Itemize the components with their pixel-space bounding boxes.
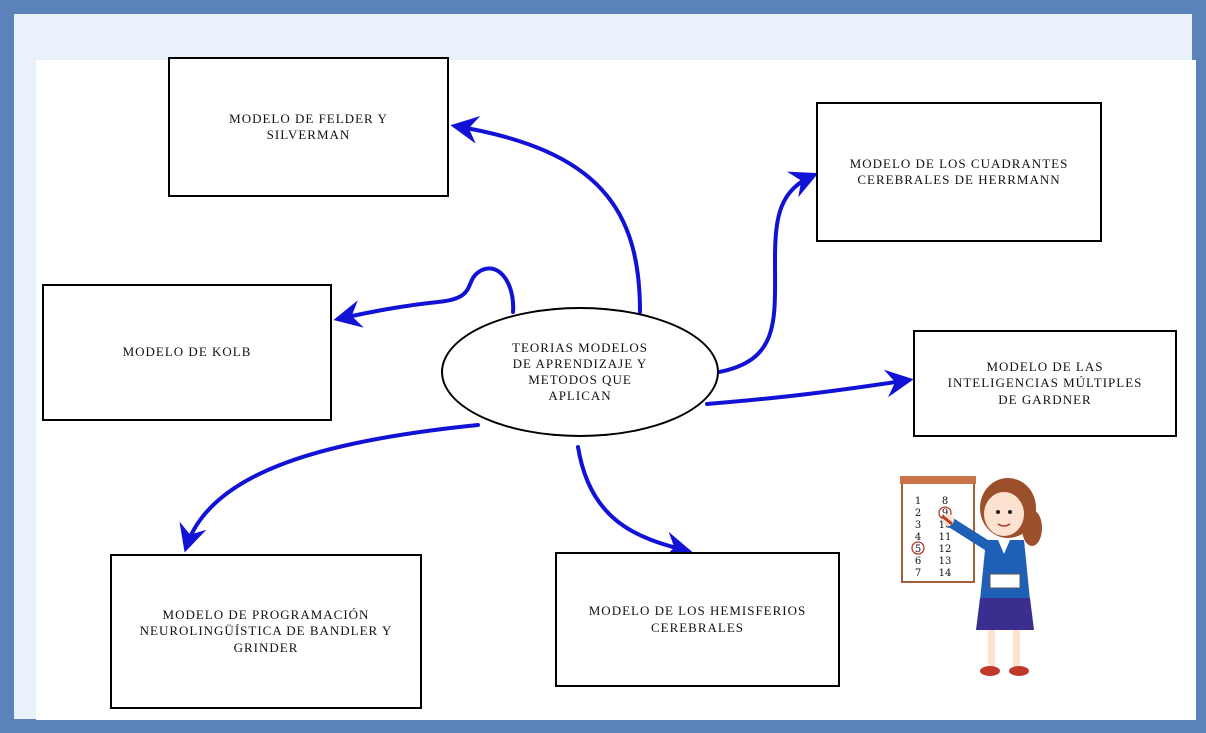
board-number: 10 — [939, 520, 952, 531]
arrow-to-kolb — [333, 266, 516, 328]
board-number: 9 — [942, 508, 948, 519]
center-topic: TEORIAS MODELOS DE APRENDIZAJE Y METODOS… — [441, 307, 719, 437]
board-number: 3 — [915, 520, 921, 531]
arrow-to-herrmann — [717, 171, 819, 374]
arrow-to-pnl — [179, 423, 480, 553]
board-number: 12 — [939, 544, 952, 555]
board-number: 6 — [915, 556, 921, 567]
node-kolb: MODELO DE KOLB — [42, 284, 332, 421]
arrow-to-gardner — [705, 369, 914, 406]
node-herrmann: MODELO DE LOS CUADRANTES CEREBRALES DE H… — [816, 102, 1102, 242]
board-number: 11 — [939, 532, 952, 543]
node-gardner: MODELO DE LAS INTELIGENCIAS MÚLTIPLES DE… — [913, 330, 1177, 437]
board-number: 7 — [915, 568, 921, 579]
board-number: 13 — [939, 556, 952, 567]
node-pnl: MODELO DE PROGRAMACIÓN NEUROLINGÜÍSTICA … — [110, 554, 422, 709]
board-number: 5 — [915, 544, 921, 555]
board-number: 2 — [915, 508, 921, 519]
board-number: 14 — [939, 568, 952, 579]
node-hemisferios: MODELO DE LOS HEMISFERIOS CEREBRALES — [555, 552, 840, 687]
board-number: 8 — [942, 496, 948, 507]
node-felder-silverman: MODELO DE FELDER Y SILVERMAN — [168, 57, 449, 197]
board-number: 1 — [915, 496, 921, 507]
arrow-to-felder — [450, 116, 642, 314]
board-number: 4 — [915, 532, 921, 543]
arrow-to-hemisferios — [576, 445, 693, 560]
